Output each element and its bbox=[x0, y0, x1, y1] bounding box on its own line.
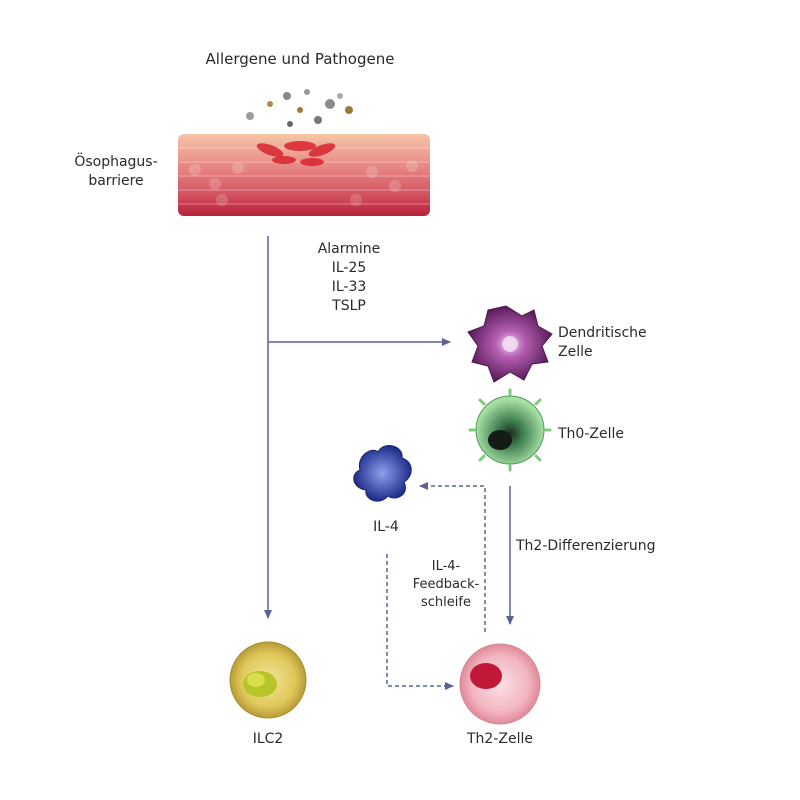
dendritic-cell bbox=[467, 305, 553, 383]
il4-molecule bbox=[353, 444, 412, 502]
dendritic-line1: Dendritische bbox=[558, 325, 647, 341]
ilc2-label: ILC2 bbox=[252, 731, 284, 747]
feedback-line3: schleife bbox=[421, 595, 471, 610]
th0-cell-label: Th0-Zelle bbox=[558, 426, 624, 442]
feedback-line2: Feedback- bbox=[412, 577, 480, 592]
barrier-label-line1: Ösophagus- bbox=[74, 154, 158, 170]
dendritic-cell-label: Dendritische Zelle bbox=[558, 324, 698, 362]
alarmins-list: Alarmine IL-25 IL-33 TSLP bbox=[294, 240, 404, 316]
th0-cell bbox=[468, 388, 552, 472]
alarmin-tslp: TSLP bbox=[332, 298, 366, 314]
differentiation-label: Th2-Differenzierung bbox=[516, 538, 656, 554]
alarmin-il25: IL-25 bbox=[331, 260, 367, 276]
il4-label: IL-4 bbox=[373, 519, 399, 535]
arrow-th2-to-il4-dashed bbox=[419, 482, 486, 632]
alarmin-il33: IL-33 bbox=[331, 279, 367, 295]
feedback-line1: IL-4- bbox=[431, 559, 461, 574]
allergen-particles bbox=[246, 89, 353, 127]
alarmins-heading: Alarmine bbox=[317, 241, 381, 257]
barrier-label-line2: barriere bbox=[88, 173, 144, 189]
arrow-il4-to-th2-dashed bbox=[386, 554, 454, 690]
th2-cell bbox=[459, 643, 541, 725]
title-allergens: Allergene und Pathogene bbox=[205, 50, 395, 68]
dendritic-line2: Zelle bbox=[558, 344, 593, 360]
barrier-label: Ösophagus- barriere bbox=[60, 153, 172, 191]
ilc2-cell bbox=[229, 641, 307, 719]
esophageal-barrier bbox=[178, 134, 430, 216]
th2-cell-label: Th2-Zelle bbox=[467, 731, 533, 747]
arrows bbox=[264, 236, 514, 690]
feedback-loop-label: IL-4- Feedback- schleife bbox=[406, 558, 486, 612]
